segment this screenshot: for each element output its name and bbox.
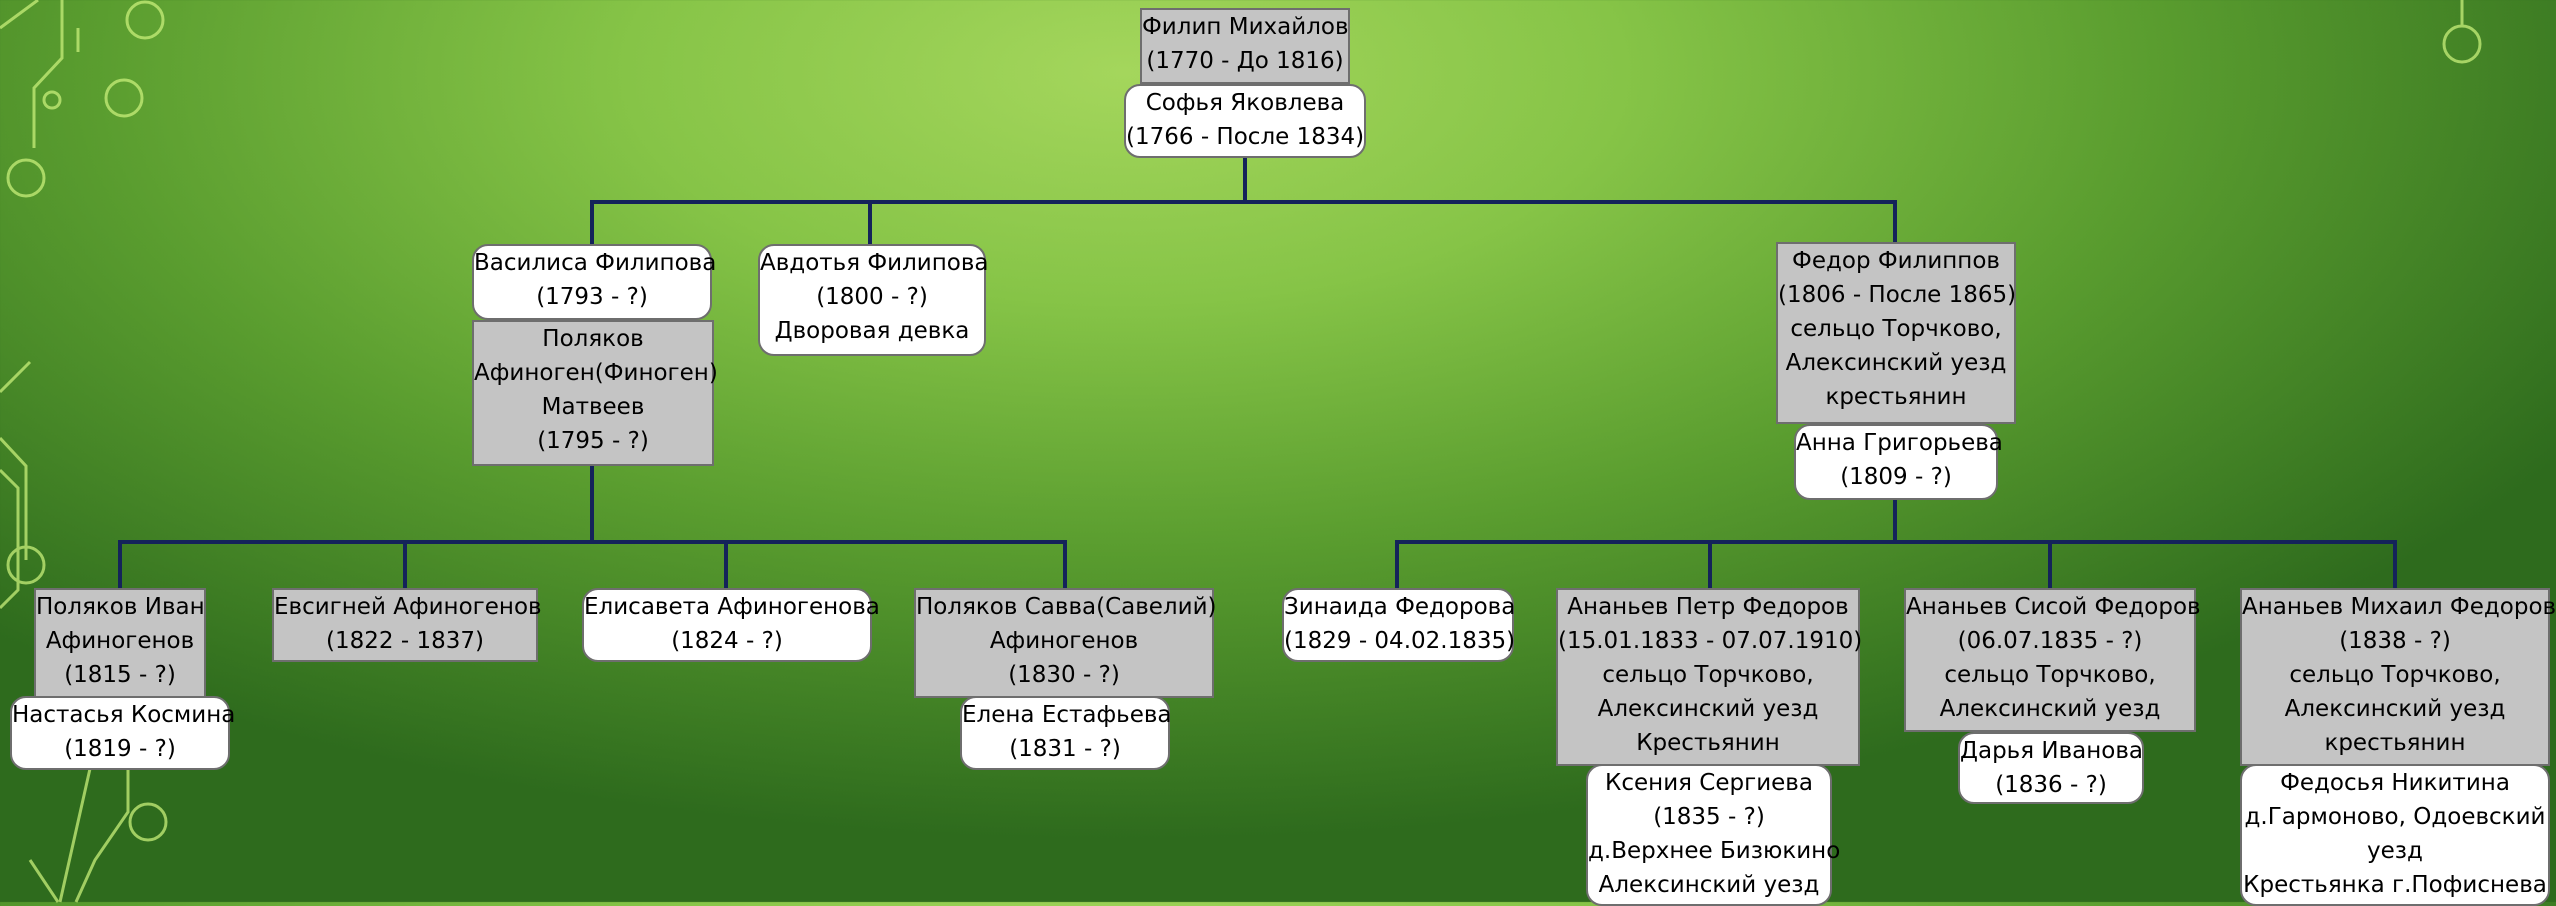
deco-line: [0, 360, 32, 394]
person-zinaida-fedorova[interactable]: Зинаида Федорова (1829 - 04.02.1835): [1282, 588, 1516, 662]
person-place: сельцо Торчково,: [1790, 316, 2002, 342]
person-place: Алексинский уезд: [1939, 696, 2161, 722]
person-sofya-yakovleva[interactable]: Софья Яковлева (1766 - После 1834): [1124, 84, 1366, 158]
person-name: Поляков: [542, 326, 644, 352]
person-place: д.Верхнее Бизюкино: [1588, 838, 1841, 864]
person-dates: (1793 - ?): [536, 284, 648, 310]
person-status: Крестьянин: [1636, 730, 1780, 756]
person-dates: (1836 - ?): [1995, 772, 2107, 798]
person-name: Авдотья Филипова: [760, 250, 989, 276]
deco-circle: [104, 78, 144, 118]
person-name: Василиса Филипова: [474, 250, 717, 276]
deco-circle: [6, 158, 46, 198]
person-dates: (1835 - ?): [1653, 804, 1765, 830]
person-fedosya-nikitina[interactable]: Федосья Никитина д.Гармоново, Одоевский …: [2240, 764, 2550, 906]
person-dates: (1809 - ?): [1840, 464, 1952, 490]
person-status: Крестьянка г.Пофиснева: [2243, 872, 2547, 898]
person-name: Афиногенов: [989, 628, 1139, 654]
person-name: Ананьев Петр Федоров: [1567, 594, 1849, 620]
deco-circle: [6, 545, 46, 585]
deco-line: [32, 0, 64, 148]
person-name: Ананьев Михаил Федоров: [2242, 594, 2556, 620]
person-place: Алексинский уезд: [1597, 696, 1819, 722]
person-dates: (15.01.1833 - 07.07.1910): [1558, 628, 1863, 654]
person-polyakov-savva[interactable]: Поляков Савва(Савелий) Афиногенов (1830 …: [914, 588, 1217, 698]
person-name: Поляков Иван: [36, 594, 205, 620]
person-name: Софья Яковлева: [1145, 90, 1345, 116]
person-evsigney-afinogenov[interactable]: Евсигней Афиногенов (1822 - 1837): [272, 588, 542, 662]
deco-circle: [42, 90, 62, 110]
person-ananyev-sisoy[interactable]: Ананьев Сисой Федоров (06.07.1835 - ?) с…: [1904, 588, 2201, 732]
person-dates: (1838 - ?): [2339, 628, 2451, 654]
deco-line: [74, 770, 130, 903]
person-dates: (1830 - ?): [1008, 662, 1120, 688]
person-status: крестьянин: [1825, 384, 1967, 410]
deco-circle: [2442, 24, 2482, 64]
person-name: Федосья Никитина: [2280, 770, 2510, 796]
person-polyakov-ivan[interactable]: Поляков Иван Афиногенов (1815 - ?): [34, 588, 206, 698]
person-elisaveta-afinogenova[interactable]: Елисавета Афиногенова (1824 - ?): [582, 588, 880, 662]
person-name: Афиногенов: [45, 628, 195, 654]
person-place: сельцо Торчково,: [2289, 662, 2501, 688]
person-anna-grigoryeva[interactable]: Анна Григорьева (1809 - ?): [1794, 424, 2003, 500]
person-dates: (1806 - После 1865): [1778, 282, 2017, 308]
person-dates: (1800 - ?): [816, 284, 928, 310]
person-ananyev-petr[interactable]: Ананьев Петр Федоров (15.01.1833 - 07.07…: [1556, 588, 1863, 766]
person-name: Матвеев: [541, 394, 645, 420]
person-polyakov-afinogen[interactable]: Поляков Афиноген(Финоген) Матвеев (1795 …: [472, 320, 718, 466]
person-filip-mikhailov[interactable]: Филип Михайлов (1770 - До 1816): [1140, 8, 1350, 84]
person-dates: (06.07.1835 - ?): [1957, 628, 2143, 654]
deco-circle: [125, 0, 165, 40]
person-place: Алексинский уезд: [2284, 696, 2506, 722]
person-vasilisa-filipova[interactable]: Василиса Филипова (1793 - ?): [472, 244, 717, 320]
person-name: Дарья Иванова: [1960, 738, 2143, 764]
person-status: крестьянин: [2324, 730, 2466, 756]
person-avdotya-filipova[interactable]: Авдотья Филипова (1800 - ?) Дворовая дев…: [758, 244, 989, 356]
person-name: Настасья Космина: [12, 702, 236, 728]
person-name: Ксения Сергиева: [1605, 770, 1813, 796]
person-dates: (1824 - ?): [671, 628, 783, 654]
person-dates: (1829 - 04.02.1835): [1284, 628, 1516, 654]
person-dates: (1766 - После 1834): [1126, 124, 1365, 150]
person-fedor-filippov[interactable]: Федор Филиппов (1806 - После 1865) сельц…: [1776, 242, 2016, 424]
person-dates: (1770 - До 1816): [1146, 48, 1344, 74]
person-dates: (1815 - ?): [64, 662, 176, 688]
person-place: сельцо Торчково,: [1944, 662, 2156, 688]
person-kseniya-sergieva[interactable]: Ксения Сергиева (1835 - ?) д.Верхнее Биз…: [1586, 764, 1841, 906]
person-name: Елена Естафьева: [962, 702, 1172, 728]
deco-circle: [128, 802, 168, 842]
person-place: Алексинский уезд: [1785, 350, 2007, 376]
person-name: Анна Григорьева: [1796, 430, 2003, 456]
deco-line: [0, 436, 28, 560]
person-dates: (1819 - ?): [64, 736, 176, 762]
person-nastasya-kosmina[interactable]: Настасья Космина (1819 - ?): [10, 696, 236, 770]
deco-line: [28, 859, 60, 903]
deco-line: [0, 0, 39, 30]
person-status: Дворовая девка: [774, 318, 970, 344]
person-name: Ананьев Сисой Федоров: [1906, 594, 2201, 620]
deco-line: [0, 468, 20, 610]
person-name: Елисавета Афиногенова: [584, 594, 880, 620]
person-name: Поляков Савва(Савелий): [916, 594, 1217, 620]
person-place: Алексинский уезд: [1598, 872, 1820, 898]
person-place: д.Гармоново, Одоевский: [2244, 804, 2546, 830]
person-dates: (1822 - 1837): [326, 628, 484, 654]
person-name: Евсигней Афиногенов: [274, 594, 542, 620]
person-dates: (1795 - ?): [537, 428, 649, 454]
person-name: Зинаида Федорова: [1284, 594, 1516, 620]
person-ananyev-mikhail[interactable]: Ананьев Михаил Федоров (1838 - ?) сельцо…: [2240, 588, 2556, 766]
person-place: сельцо Торчково,: [1602, 662, 1814, 688]
person-elena-estafyeva[interactable]: Елена Естафьева (1831 - ?): [960, 696, 1172, 770]
person-name: Филип Михайлов: [1142, 14, 1349, 40]
person-name: Федор Филиппов: [1792, 248, 2000, 274]
person-dates: (1831 - ?): [1009, 736, 1121, 762]
person-darya-ivanova[interactable]: Дарья Иванова (1836 - ?): [1958, 732, 2144, 804]
person-name: Афиноген(Финоген): [474, 360, 718, 386]
person-place: уезд: [2367, 838, 2423, 864]
